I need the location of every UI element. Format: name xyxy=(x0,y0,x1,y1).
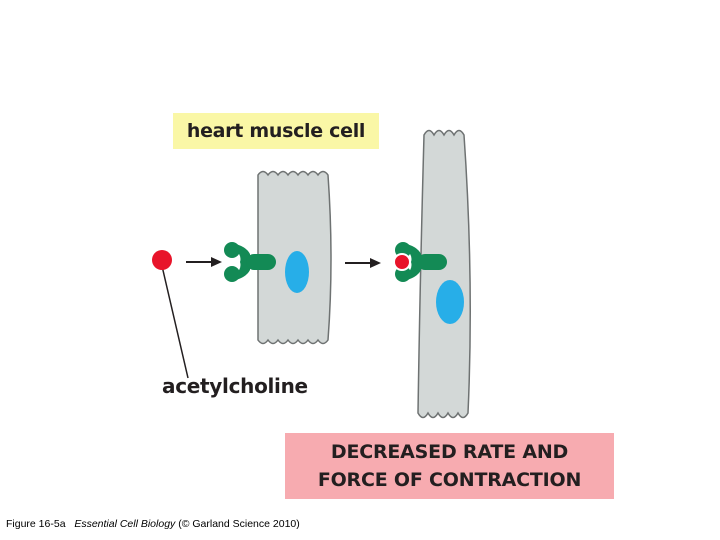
nucleus-icon xyxy=(436,280,464,324)
acetylcholine-molecule-icon xyxy=(152,250,189,379)
caption-book-title: Essential Cell Biology xyxy=(74,518,176,530)
resting-heart-cell xyxy=(224,170,332,345)
caption-figure-number: Figure 16-5a xyxy=(6,518,66,530)
cell-title-label: heart muscle cell xyxy=(173,113,379,149)
stimulated-heart-cell xyxy=(393,129,471,419)
outcome-line-2: FORCE OF CONTRACTION xyxy=(317,469,582,491)
figure-caption: Figure 16-5a Essential Cell Biology (© G… xyxy=(6,518,300,530)
nucleus-icon xyxy=(285,251,309,293)
outcome-box: DECREASED RATE AND FORCE OF CONTRACTION xyxy=(285,433,614,499)
arrow-right-icon xyxy=(186,257,222,267)
caption-credit: (© Garland Science 2010) xyxy=(178,518,300,530)
arrow-right-icon xyxy=(345,258,381,268)
outcome-line-1: DECREASED RATE AND xyxy=(330,441,569,463)
label-pointer-line xyxy=(161,265,189,379)
acetylcholine-label: acetylcholine xyxy=(162,374,308,398)
cell-membrane-right xyxy=(417,129,471,419)
bound-acetylcholine-icon xyxy=(393,253,411,271)
